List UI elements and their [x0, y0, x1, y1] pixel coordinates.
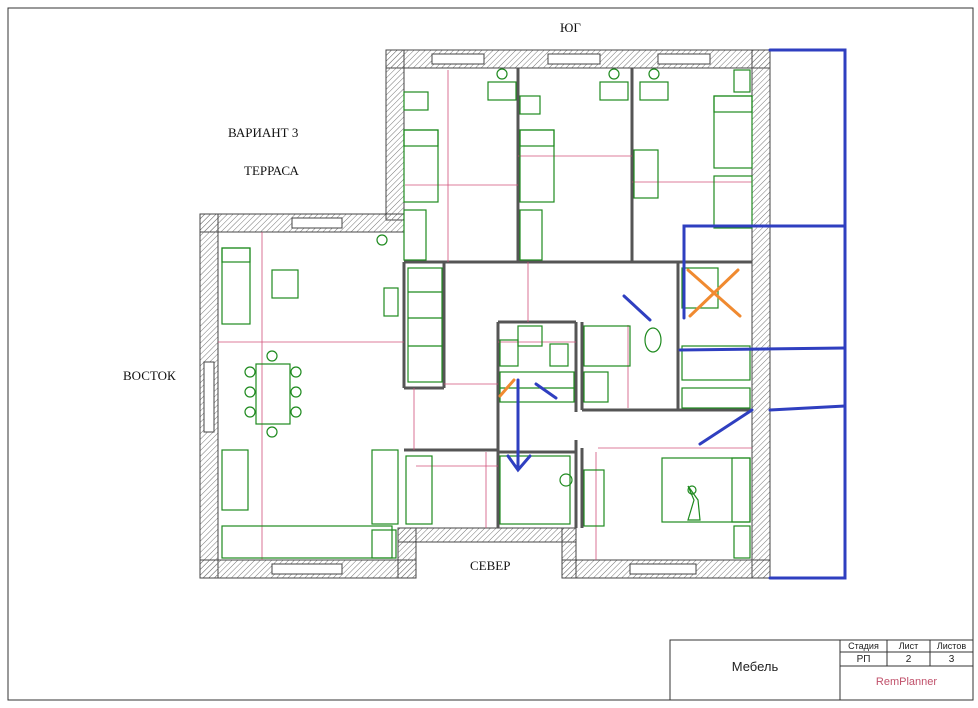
label-terrace: ТЕРРАСА [244, 163, 299, 178]
title-col-stage: Стадия [848, 641, 879, 651]
windows [203, 53, 711, 575]
markup-blue [506, 48, 847, 580]
title-sheet-value: 2 [905, 654, 912, 665]
dimension-lines [218, 70, 752, 560]
label-south: ЮГ [560, 20, 581, 35]
label-north: СЕВЕР [470, 558, 511, 573]
title-sheet-name: Мебель [731, 659, 779, 674]
title-col-sheets: Листов [936, 641, 967, 651]
title-col-sheet: Лист [898, 641, 919, 651]
title-stage-value: РП [856, 654, 871, 665]
furniture [221, 68, 753, 559]
title-sheets-value: 3 [948, 654, 955, 665]
markup-orange [498, 268, 742, 398]
title-block [669, 639, 974, 701]
label-variant: ВАРИАНТ 3 [228, 125, 299, 140]
sheet-border [7, 7, 974, 701]
interior-walls [402, 68, 752, 528]
title-software: RemPlanner [875, 676, 938, 688]
label-east: ВОСТОК [123, 368, 176, 383]
